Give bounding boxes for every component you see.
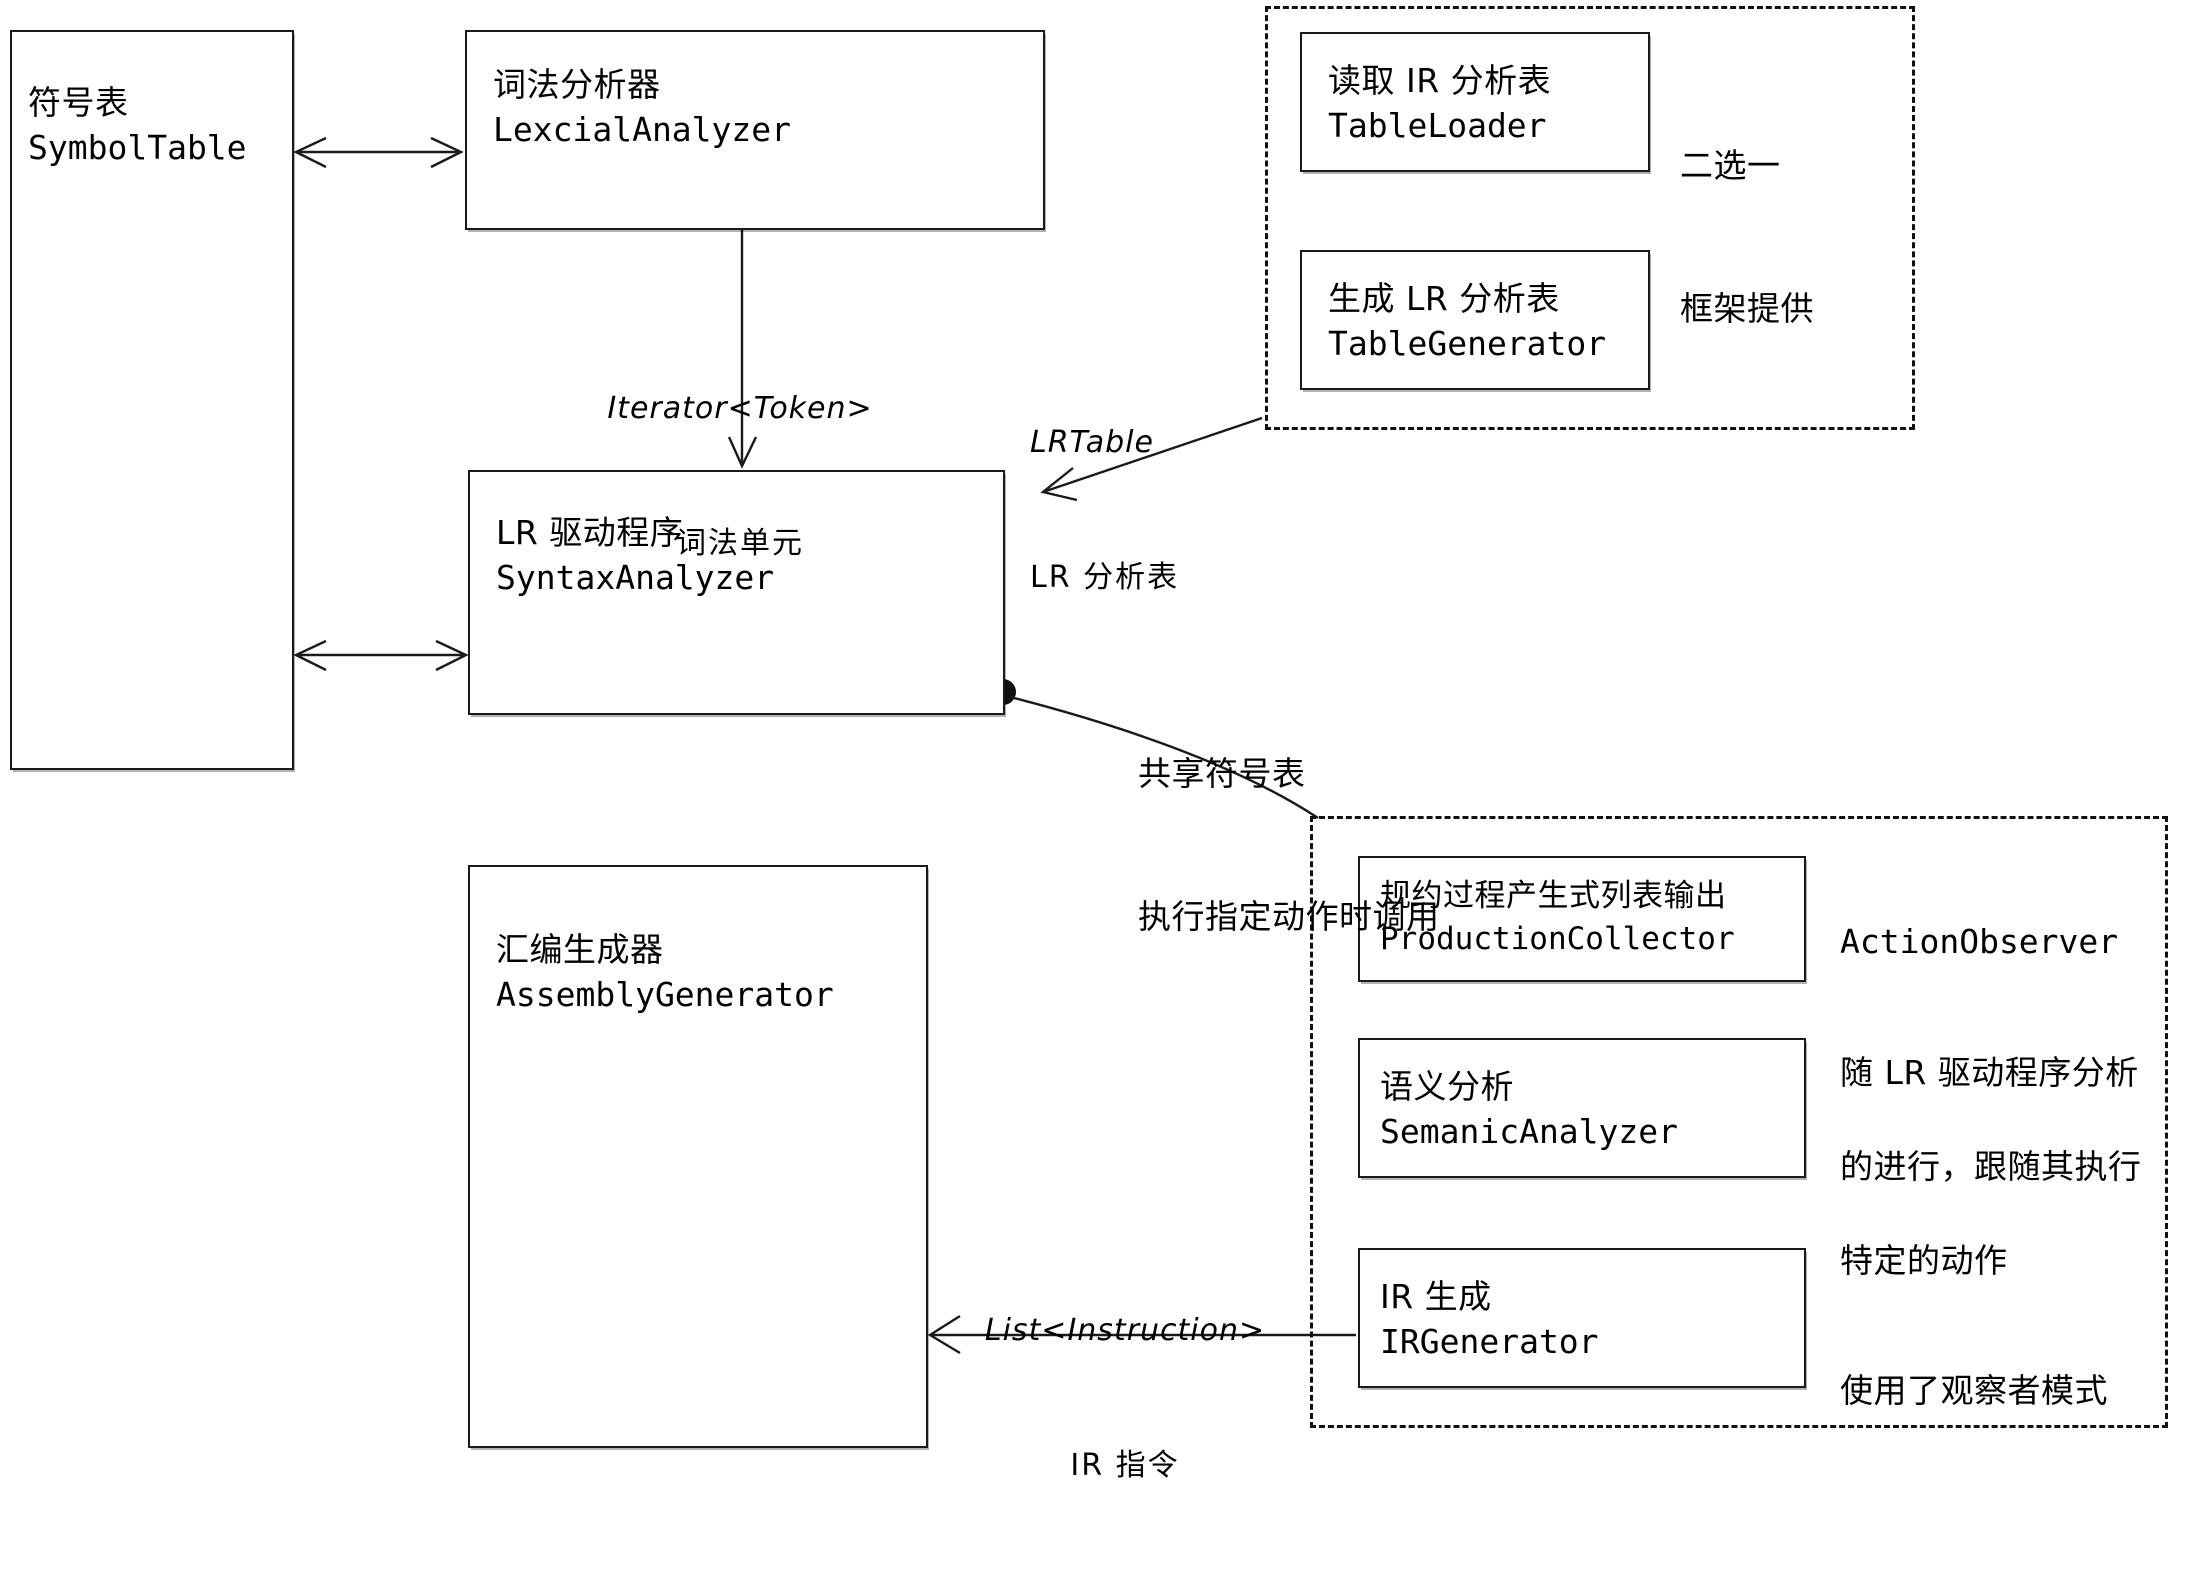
syntax-analyzer-en: SyntaxAnalyzer [496, 558, 775, 597]
semantic-analyzer-zh: 语义分析 [1380, 1067, 1514, 1106]
label-token-stream-zh: 词法单元 [676, 526, 804, 561]
action-observer-title: ActionObserver [1840, 922, 2119, 962]
action-observer-note: ActionObserver 随 LR 驱动程序分析 的进行，跟随其执行 特定的… [1840, 872, 2160, 1461]
box-semantic-analyzer[interactable]: 语义分析 SemanicAnalyzer [1358, 1038, 1806, 1178]
label-instruction-list-zh: IR 指令 [1070, 1448, 1180, 1483]
action-observer-desc-line3: 特定的动作 [1840, 1241, 2008, 1281]
table-group-note-line1: 二选一 [1680, 145, 1781, 185]
box-ir-generator[interactable]: IR 生成 IRGenerator [1358, 1248, 1806, 1388]
table-group-note: 二选一 框架提供 [1680, 46, 1814, 429]
semantic-analyzer-en: SemanicAnalyzer [1380, 1112, 1679, 1151]
box-lexical-analyzer[interactable]: 词法分析器 LexcialAnalyzer [465, 30, 1045, 230]
ir-generator-zh: IR 生成 [1380, 1277, 1492, 1316]
box-table-generator[interactable]: 生成 LR 分析表 TableGenerator [1300, 250, 1650, 390]
table-group-note-line2: 框架提供 [1680, 289, 1814, 329]
label-token-stream: Iterator<Token> 词法单元 [560, 296, 920, 656]
lexical-analyzer-en: LexcialAnalyzer [493, 110, 792, 149]
action-observer-desc-line4: 使用了观察者模式 [1840, 1371, 2108, 1411]
label-lr-table-zh: LR 分析表 [1030, 560, 1180, 595]
box-symbol-table[interactable]: 符号表 SymbolTable [10, 30, 294, 770]
edge-symboltable-lexer [293, 136, 464, 169]
label-lr-table-en: LRTable [1030, 425, 1154, 460]
group-table-providers [1265, 6, 1915, 430]
label-shared-symbol-line1: 共享符号表 [1138, 753, 1306, 793]
label-shared-symbol-line2: 执行指定动作时调用 [1138, 897, 1440, 937]
box-assembly-generator[interactable]: 汇编生成器 AssemblyGenerator [468, 865, 928, 1448]
lexical-analyzer-zh: 词法分析器 [493, 65, 661, 104]
box-production-collector[interactable]: 规约过程产生式列表输出 ProductionCollector [1358, 856, 1806, 982]
action-observer-desc-line2: 的进行，跟随其执行 [1840, 1146, 2142, 1186]
label-lr-table: LRTable LR 分析表 [1030, 330, 1260, 690]
assembly-generator-en: AssemblyGenerator [496, 975, 834, 1014]
box-syntax-analyzer[interactable]: LR 驱动程序 SyntaxAnalyzer [468, 470, 1005, 715]
group-action-observer [1310, 816, 2168, 1428]
syntax-analyzer-zh: LR 驱动程序 [496, 513, 684, 552]
table-generator-zh: 生成 LR 分析表 [1328, 279, 1560, 318]
production-collector-en: ProductionCollector [1380, 921, 1735, 957]
symbol-table-en: SymbolTable [28, 128, 247, 167]
label-instruction-list-en: List<Instruction> [984, 1313, 1266, 1348]
ir-generator-en: IRGenerator [1380, 1322, 1599, 1361]
table-generator-en: TableGenerator [1328, 324, 1607, 363]
action-observer-desc-line1: 随 LR 驱动程序分析 [1840, 1052, 2139, 1092]
label-token-stream-en: Iterator<Token> [607, 391, 873, 426]
table-loader-en: TableLoader [1328, 106, 1547, 145]
label-shared-symbol-table: 共享符号表 执行指定动作时调用 [1138, 654, 1440, 1037]
assembly-generator-zh: 汇编生成器 [496, 930, 664, 969]
diagram-canvas: 二选一 框架提供 读取 IR 分析表 TableLoader 生成 LR 分析表… [10, 6, 2168, 1483]
label-instruction-list: List<Instruction> IR 指令 [955, 1218, 1295, 1578]
table-loader-zh: 读取 IR 分析表 [1328, 61, 1552, 100]
symbol-table-zh: 符号表 [28, 83, 129, 122]
production-collector-zh: 规约过程产生式列表输出 [1380, 878, 1727, 914]
box-table-loader[interactable]: 读取 IR 分析表 TableLoader [1300, 32, 1650, 172]
edge-symboltable-syntax [293, 639, 469, 672]
